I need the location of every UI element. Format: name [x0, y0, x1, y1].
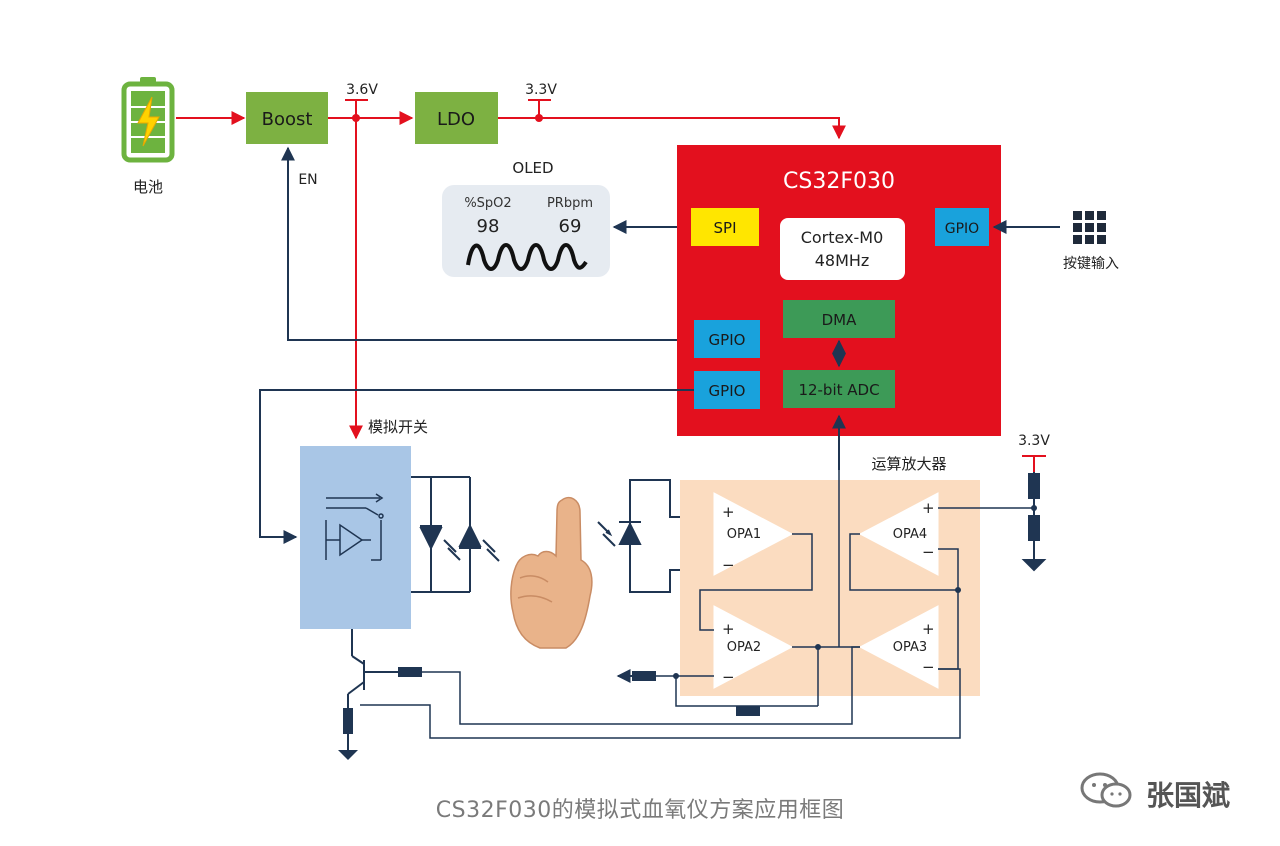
svg-text:−: − — [922, 543, 935, 561]
opa2-symbol: + − — [713, 605, 794, 689]
oled-pr-value: 69 — [559, 216, 582, 237]
v33-right-label: 3.3V — [1018, 433, 1050, 449]
opa2-label: OPA2 — [727, 640, 761, 655]
core-line2: 48MHz — [815, 251, 870, 270]
dma-label: DMA — [822, 311, 857, 329]
resistor-icon — [632, 671, 656, 681]
ldo-to-mcu-wire — [498, 117, 846, 140]
gpio-en-label: GPIO — [709, 331, 746, 349]
keypad-icon — [1073, 211, 1106, 244]
mcu-title: CS32F030 — [783, 169, 895, 194]
voltage-divider-icon — [1022, 455, 1046, 472]
spi-block — [691, 208, 759, 246]
finger-icon — [510, 496, 593, 649]
dma-block — [783, 300, 895, 338]
opa4-label: OPA4 — [893, 527, 927, 542]
oled-title: OLED — [512, 159, 553, 177]
switch-symbol-icon — [325, 493, 384, 561]
figure-caption: CS32F030的模拟式血氧仪方案应用框图 — [435, 798, 845, 823]
watermark-text: 张国斌 — [1146, 779, 1231, 812]
keypad-label: 按键输入 — [1063, 256, 1119, 272]
gpio-keypad-block — [935, 208, 989, 246]
opamp-title: 运算放大器 — [871, 455, 946, 473]
oled-spo2-label: %SpO2 — [464, 196, 511, 211]
svg-text:+: + — [922, 620, 935, 638]
resistor-icon — [398, 667, 422, 677]
photodiode-icon — [597, 479, 716, 593]
analog-switch-block — [300, 446, 411, 629]
ldo-label: LDO — [437, 109, 475, 130]
ldo-block — [415, 92, 498, 144]
opa3-label: OPA3 — [893, 640, 927, 655]
opa4-symbol: + − — [858, 492, 939, 576]
en-control-wire — [281, 146, 694, 341]
adc-block — [783, 370, 895, 408]
oled-spo2-value: 98 — [477, 216, 500, 237]
analog-switch-label: 模拟开关 — [368, 418, 428, 436]
watermark: 张国斌 — [1078, 770, 1268, 814]
svg-text:+: + — [922, 499, 935, 517]
gpio-to-switch-wire — [259, 389, 694, 544]
ground-icon — [338, 750, 358, 760]
svg-text:+: + — [722, 503, 735, 521]
v36-label: 3.6V — [346, 82, 378, 98]
opa1-symbol: + − — [713, 492, 794, 576]
led-pair-icon — [411, 476, 500, 593]
transistor-icon — [347, 629, 398, 740]
svg-text:−: − — [722, 668, 735, 686]
opa3-symbol: + − — [858, 605, 939, 689]
oled-pr-label: PRbpm — [547, 196, 593, 211]
opa1-label: OPA1 — [727, 527, 761, 542]
svg-text:+: + — [722, 620, 735, 638]
spi-label: SPI — [714, 219, 737, 237]
v33-top-label: 3.3V — [525, 82, 557, 98]
svg-text:−: − — [922, 658, 935, 676]
gpio-right-label: GPIO — [945, 221, 979, 237]
adc-label: 12-bit ADC — [798, 381, 879, 399]
svg-text:−: − — [722, 556, 735, 574]
gpio-switch-label: GPIO — [709, 382, 746, 400]
boost-block — [246, 92, 328, 144]
boost-label: Boost — [262, 109, 313, 130]
pulse-waveform-icon — [466, 243, 588, 271]
cortex-core-block — [780, 218, 905, 280]
core-line1: Cortex-M0 — [801, 228, 884, 247]
resistor-icon — [343, 708, 353, 734]
wechat-icon — [1080, 772, 1132, 808]
gpio-switch-block — [694, 371, 760, 409]
battery-label: 电池 — [133, 178, 163, 196]
en-label: EN — [298, 172, 317, 188]
gpio-en-block — [694, 320, 760, 358]
battery-icon — [121, 77, 175, 163]
resistor-icon — [736, 706, 760, 716]
